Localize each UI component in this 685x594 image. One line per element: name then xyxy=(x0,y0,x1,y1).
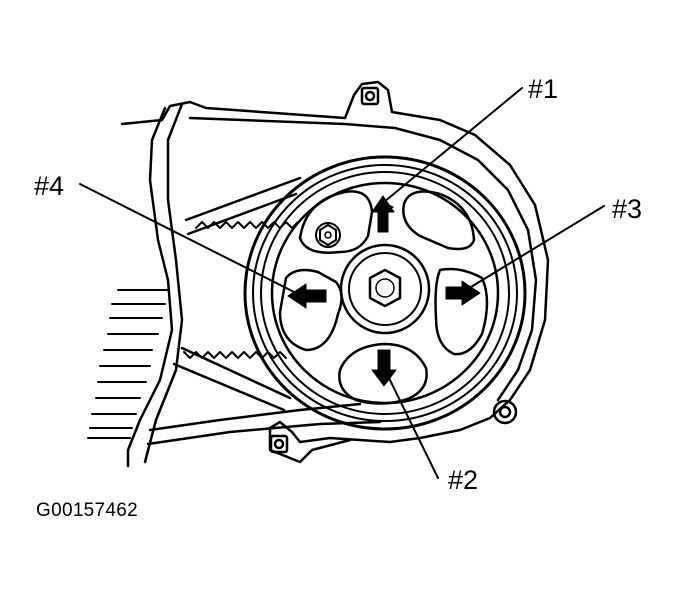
callout-1-label: #1 xyxy=(528,74,559,104)
timing-cover-housing xyxy=(120,80,550,468)
window-top-right xyxy=(402,190,476,251)
crank-pulley xyxy=(243,155,527,431)
engine-block-lines xyxy=(87,289,169,439)
arrow-up-icon xyxy=(371,195,395,233)
leader-3 xyxy=(465,205,605,291)
timing-belt xyxy=(172,176,302,412)
arrow-down-icon xyxy=(371,349,397,387)
arrow-right-icon xyxy=(445,280,481,306)
figure-id: G00157462 xyxy=(36,500,139,521)
leader-4 xyxy=(79,183,299,295)
arrow-left-icon xyxy=(287,283,327,309)
window-left xyxy=(278,268,343,352)
callout-leader-lines xyxy=(79,87,605,479)
callout-2-label: #2 xyxy=(448,465,479,495)
leader-1 xyxy=(383,87,523,203)
window-bottom xyxy=(338,342,428,405)
push-direction-arrows xyxy=(287,195,481,387)
callout-4-label: #4 xyxy=(34,171,65,201)
window-right xyxy=(434,267,489,356)
leader-2 xyxy=(387,375,439,479)
pulley-spoke-windows xyxy=(278,190,489,405)
pulley-bolt xyxy=(315,222,341,248)
callout-3-label: #3 xyxy=(612,194,643,224)
